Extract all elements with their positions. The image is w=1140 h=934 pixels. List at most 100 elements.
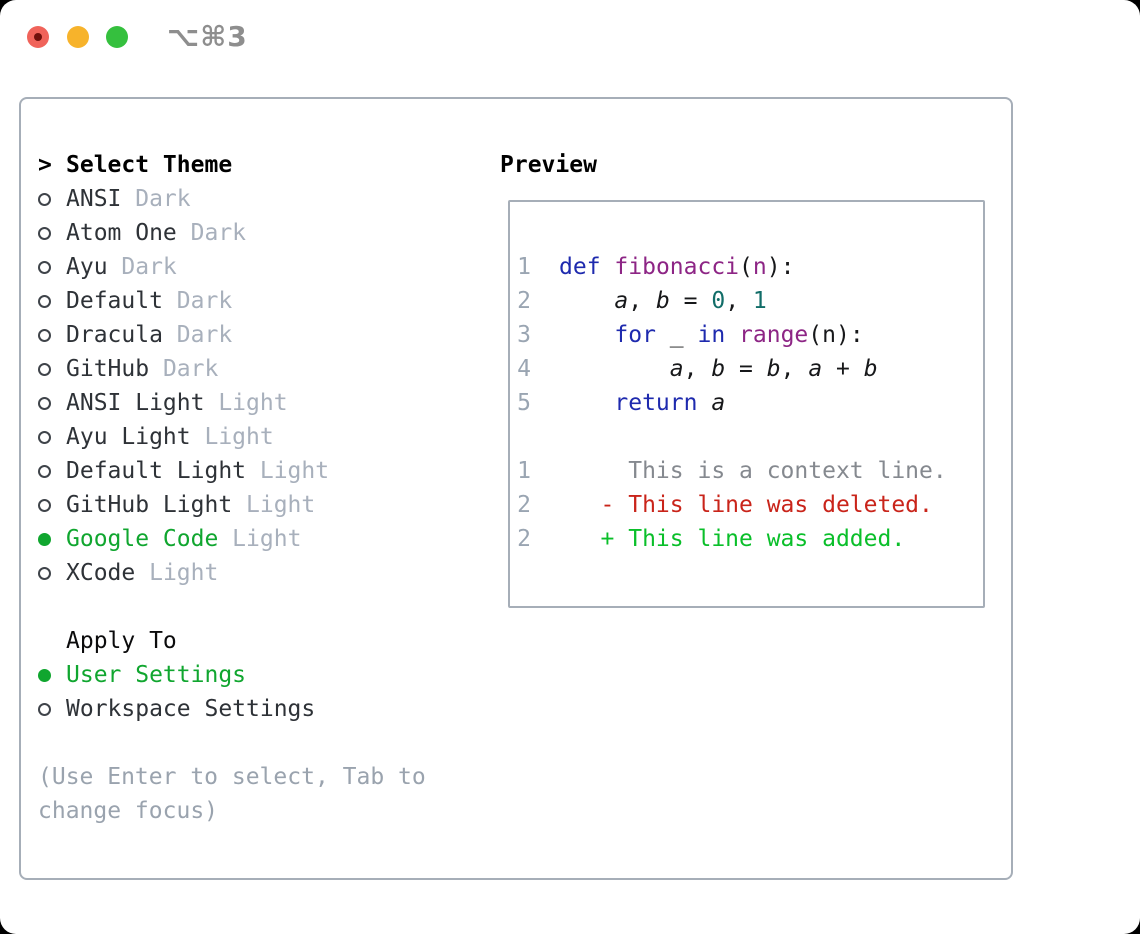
theme-tag: Dark — [121, 186, 191, 212]
close-button[interactable] — [27, 26, 49, 48]
theme-option[interactable]: Default Light Light — [38, 454, 426, 488]
theme-option[interactable]: ANSI Dark — [38, 182, 426, 216]
titlebar: ⌥⌘3 — [0, 0, 1140, 74]
radio-icon — [38, 396, 66, 410]
line-number: 1 — [517, 254, 531, 280]
theme-option[interactable]: Ayu Light Light — [38, 420, 426, 454]
record-dot-icon — [34, 33, 42, 41]
apply-to-header-row: Apply To — [38, 624, 426, 658]
theme-name: Default — [66, 288, 163, 314]
theme-tag: Light — [190, 424, 274, 450]
minimize-button[interactable] — [67, 26, 89, 48]
theme-name: Atom One — [66, 220, 177, 246]
select-theme-header-row: > Select Theme — [38, 148, 426, 182]
keyboard-hint: (Use Enter to select, Tab to change focu… — [38, 760, 426, 828]
theme-option[interactable]: Atom One Dark — [38, 216, 426, 250]
radio-icon — [38, 226, 66, 240]
line-number: 3 — [517, 322, 531, 348]
theme-tag: Light — [135, 560, 219, 586]
selected-radio-icon — [38, 668, 66, 682]
apply-to-title: Apply To — [66, 628, 177, 654]
diff-line: 2 + This line was added. — [517, 522, 983, 556]
theme-name: Ayu Light — [66, 424, 191, 450]
code-content: def fibonacci(n): — [559, 254, 795, 280]
apply-option-label: User Settings — [66, 662, 247, 688]
diff-text: - This line was deleted. — [559, 492, 933, 518]
theme-option[interactable]: Default Dark — [38, 284, 426, 318]
line-number: 4 — [517, 356, 531, 382]
apply-option[interactable]: User Settings — [38, 658, 426, 692]
radio-icon — [38, 260, 66, 274]
radio-icon — [38, 498, 66, 512]
theme-tag: Light — [218, 526, 302, 552]
preview-title: Preview — [500, 152, 597, 178]
window-shortcut-label: ⌥⌘3 — [167, 20, 248, 53]
theme-tag: Dark — [162, 288, 233, 314]
theme-option[interactable]: GitHub Light Light — [38, 488, 426, 522]
code-line: 1 def fibonacci(n): — [517, 250, 983, 284]
theme-option[interactable]: Ayu Dark — [38, 250, 426, 284]
radio-icon — [38, 328, 66, 342]
radio-icon — [38, 192, 66, 206]
line-number: 5 — [517, 390, 531, 416]
selected-radio-icon — [38, 532, 66, 546]
code-line: 5 return a — [517, 386, 983, 420]
theme-name: XCode — [66, 560, 136, 586]
theme-name: ANSI — [66, 186, 122, 212]
code-line: 4 a, b = b, a + b — [517, 352, 983, 386]
theme-name: GitHub — [66, 356, 150, 382]
diff-preview: 1 This is a context line.2 - This line w… — [517, 454, 983, 556]
theme-name: Dracula — [66, 322, 163, 348]
radio-icon — [38, 362, 66, 376]
line-number: 2 — [517, 288, 531, 314]
line-number: 1 — [517, 458, 531, 484]
apply-option[interactable]: Workspace Settings — [38, 692, 426, 726]
theme-option[interactable]: XCode Light — [38, 556, 426, 590]
theme-option[interactable]: GitHub Dark — [38, 352, 426, 386]
line-number: 2 — [517, 492, 531, 518]
preview-spacer — [517, 420, 983, 454]
theme-option[interactable]: ANSI Light Light — [38, 386, 426, 420]
diff-text: + This line was added. — [559, 526, 906, 552]
apply-option-label: Workspace Settings — [66, 696, 316, 722]
theme-option[interactable]: Dracula Dark — [38, 318, 426, 352]
select-theme-title: Select Theme — [66, 152, 233, 178]
theme-name: Default Light — [66, 458, 247, 484]
radio-icon — [38, 702, 66, 716]
focus-caret-icon: > — [38, 152, 52, 178]
diff-text: This is a context line. — [559, 458, 947, 484]
theme-name: Ayu — [66, 254, 108, 280]
hint-line: (Use Enter to select, Tab to — [38, 764, 426, 790]
code-line: 2 a, b = 0, 1 — [517, 284, 983, 318]
code-content: a, b = 0, 1 — [614, 288, 767, 314]
theme-tag: Dark — [107, 254, 177, 280]
radio-icon — [38, 464, 66, 478]
theme-tag: Light — [204, 390, 288, 416]
line-number: 2 — [517, 526, 531, 552]
theme-tag: Light — [232, 492, 316, 518]
theme-name: Google Code — [66, 526, 219, 552]
theme-tag: Dark — [162, 322, 233, 348]
theme-tag: Dark — [149, 356, 219, 382]
radio-icon — [38, 430, 66, 444]
theme-option[interactable]: Google Code Light — [38, 522, 426, 556]
radio-icon — [38, 294, 66, 308]
code-line: 3 for _ in range(n): — [517, 318, 983, 352]
code-content: a, b = b, a + b — [669, 356, 878, 382]
hint-line: change focus) — [38, 798, 219, 824]
code-content: return a — [614, 390, 726, 416]
code-content: for _ in range(n): — [614, 322, 864, 348]
theme-name: GitHub Light — [66, 492, 233, 518]
zoom-button[interactable] — [106, 26, 128, 48]
diff-line: 2 - This line was deleted. — [517, 488, 983, 522]
radio-icon — [38, 566, 66, 580]
diff-line: 1 This is a context line. — [517, 454, 983, 488]
